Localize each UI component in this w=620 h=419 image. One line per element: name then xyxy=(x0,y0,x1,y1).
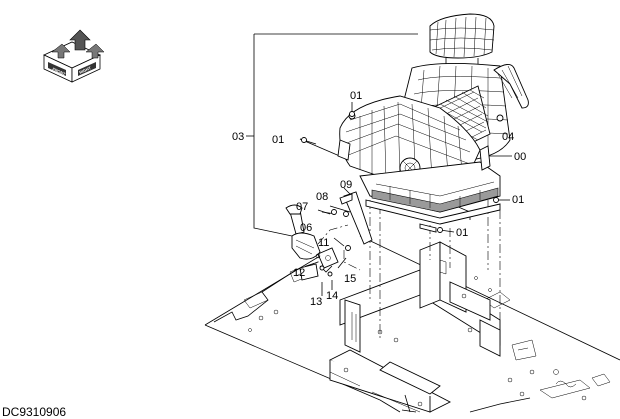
callout-07: 07 xyxy=(296,201,308,213)
callout-04: 04 xyxy=(502,131,514,143)
callout-08: 08 xyxy=(316,191,328,203)
callout-01-left: 01 xyxy=(272,134,284,146)
callout-03: 03 xyxy=(232,131,244,143)
right-label: RIGHT xyxy=(78,65,92,75)
callout-11: 11 xyxy=(318,237,329,249)
drawing-code: DC9310906 xyxy=(2,405,66,419)
floor-plate xyxy=(204,235,620,413)
callouts: 01 03 01 04 00 09 08 07 01 06 01 11 12 1… xyxy=(232,90,526,308)
seat-belt-assembly xyxy=(285,111,499,281)
callout-01-top: 01 xyxy=(350,90,362,102)
callout-06: 06 xyxy=(300,222,312,234)
front-label: FRONT xyxy=(52,66,67,76)
callout-12: 12 xyxy=(293,267,305,279)
seat-base-frame xyxy=(329,241,501,413)
callout-01-lower: 01 xyxy=(456,227,468,239)
callout-01-right: 01 xyxy=(512,194,524,206)
callout-14: 14 xyxy=(326,290,338,302)
callout-09: 09 xyxy=(340,179,352,191)
callout-13: 13 xyxy=(310,296,322,308)
operator-seat xyxy=(337,13,529,233)
callout-00: 00 xyxy=(514,151,526,163)
orientation-icon: FRONT RIGHT xyxy=(43,29,105,83)
callout-15: 15 xyxy=(344,273,356,285)
